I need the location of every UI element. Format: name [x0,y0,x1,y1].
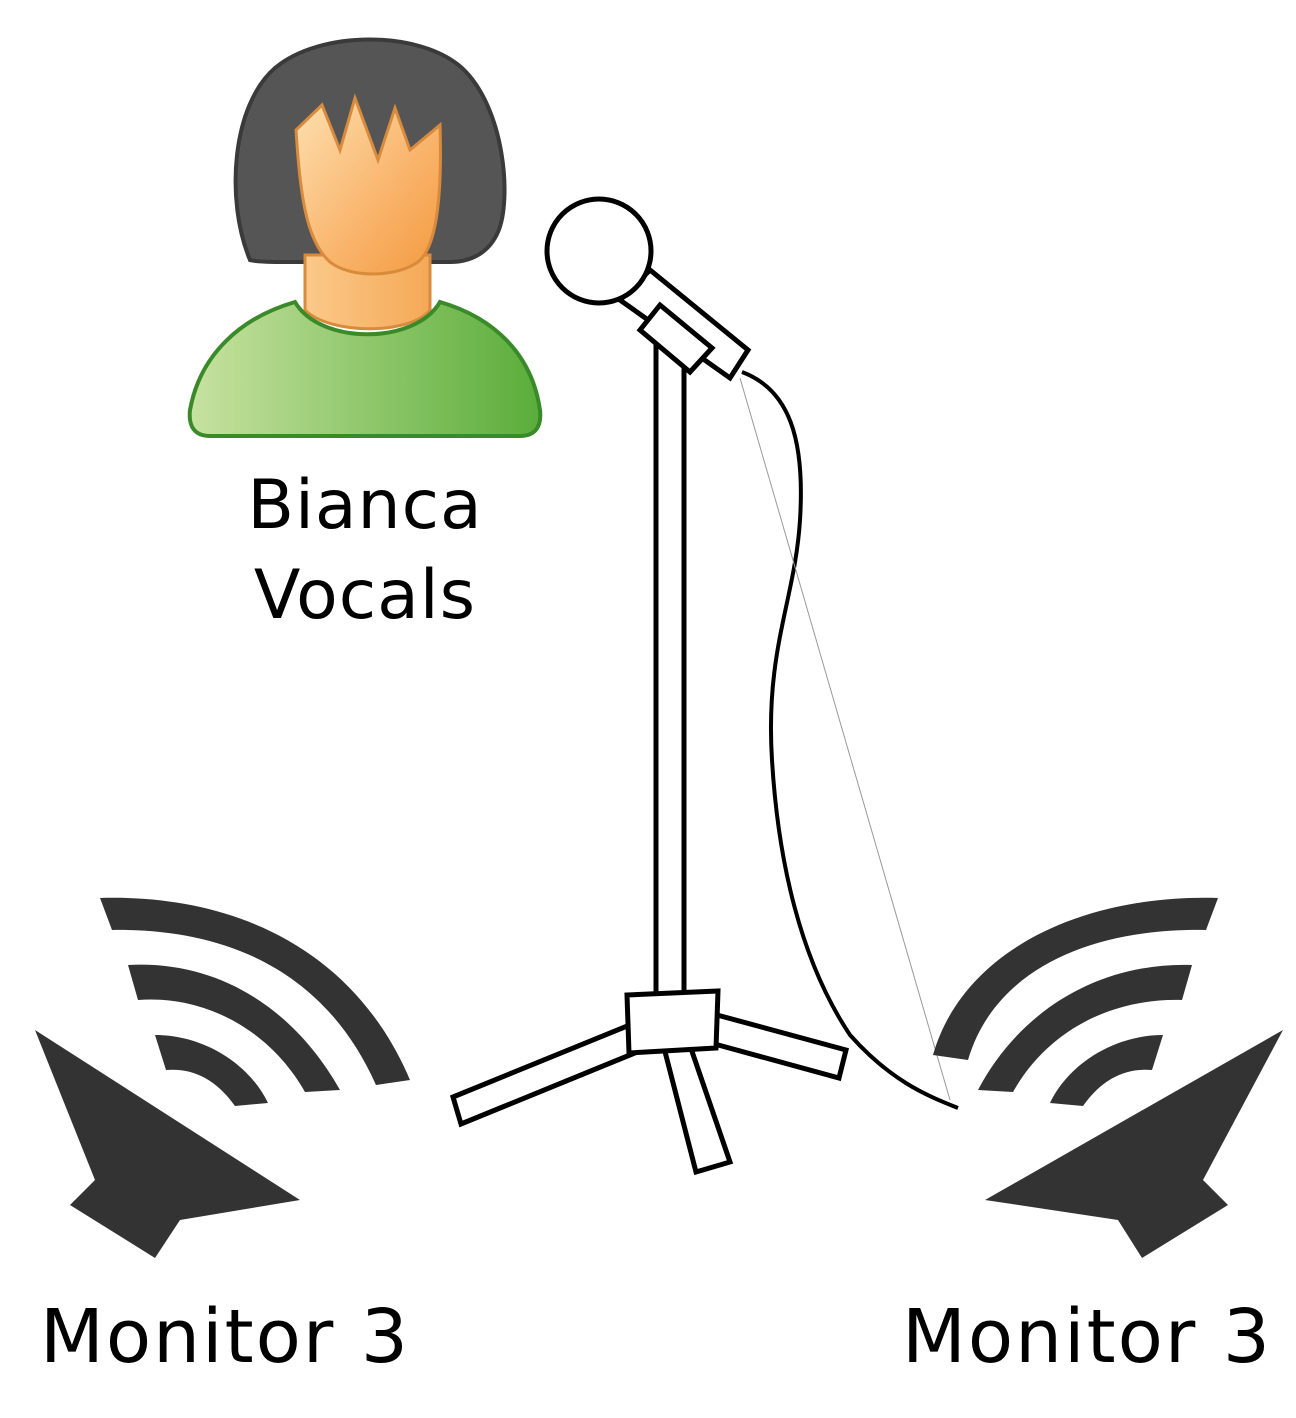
speaker-icon-right [933,897,1283,1258]
speaker-icon-left [35,897,410,1258]
speaker-body-left [35,1030,300,1258]
performer-name: Bianca [247,466,483,545]
microphone-hub [624,988,721,1056]
speaker-wave-medium-right [978,964,1192,1092]
person-icon [187,37,543,438]
microphone-clip [636,301,716,376]
microphone-pole [653,337,687,1003]
speaker-wave-medium-left [128,964,340,1092]
performer-role: Vocals [253,556,477,635]
speaker-wave-large-right [933,897,1218,1060]
speaker-wave-small-right [1050,1035,1163,1106]
microphone-cable [741,370,959,1110]
microphone-head [544,196,654,306]
person-neck [303,253,432,331]
microphone-leg-right [697,1008,850,1082]
person-shirt [187,299,543,438]
speaker-wave-small-left [155,1035,268,1106]
monitor-label-right: Monitor 3 [902,1294,1272,1380]
speaker-body-right [985,1030,1283,1258]
microphone-stand-icon [449,196,959,1176]
speaker-wave-large-left [100,897,410,1085]
microphone-leg-center [658,1031,734,1176]
microphone-leg-left [449,1018,651,1128]
monitor-label-left: Monitor 3 [40,1294,410,1380]
person-face [294,93,442,276]
microphone-cable-shadow [739,377,951,1101]
